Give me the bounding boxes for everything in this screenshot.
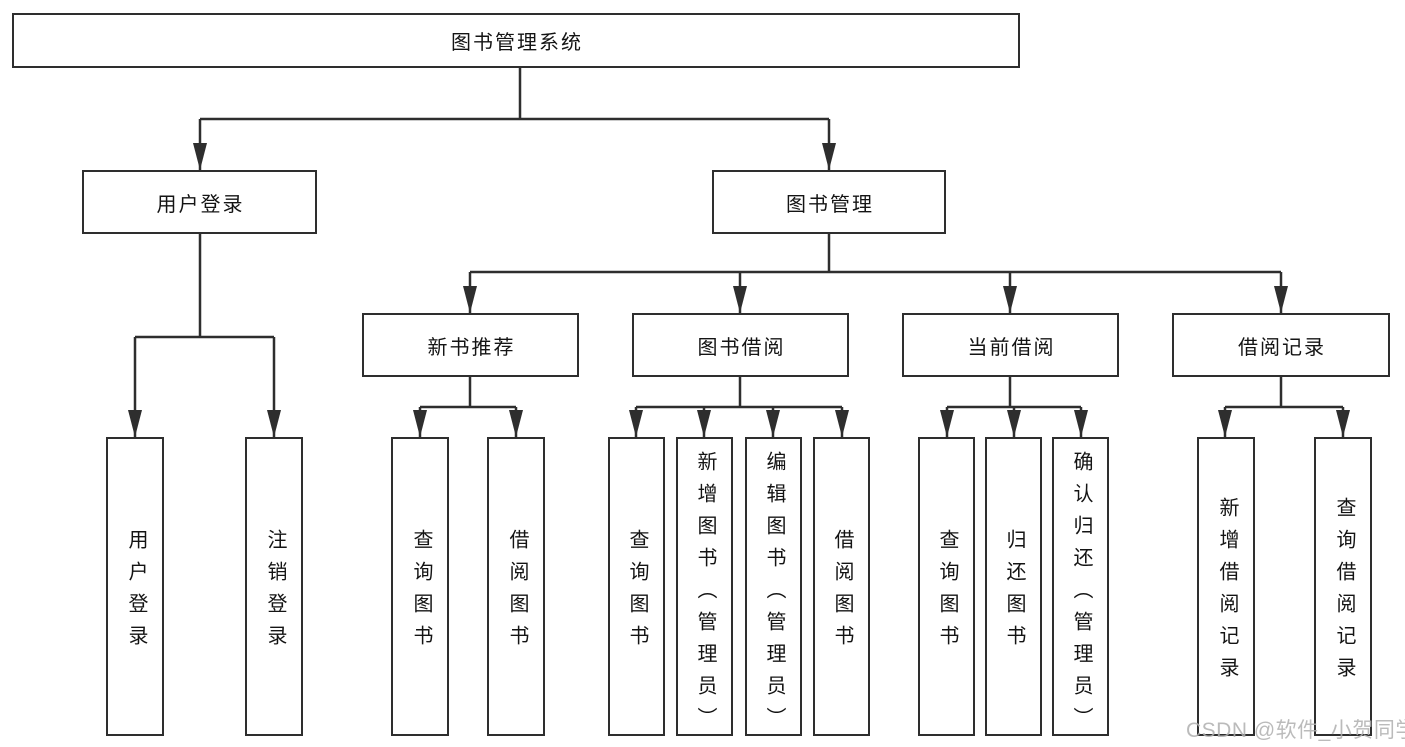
leaf-query-books-1: 查询图书 xyxy=(391,437,449,736)
leaf-add-borrow-record: 新增借阅记录 xyxy=(1197,437,1255,736)
node-new-book-recommend: 新书推荐 xyxy=(362,313,579,377)
leaf-borrow-books-2: 借阅图书 xyxy=(813,437,870,736)
leaf-confirm-return-admin: 确认归还（管理员） xyxy=(1052,437,1109,739)
node-book-management: 图书管理 xyxy=(712,170,946,234)
leaf-borrow-books-1: 借阅图书 xyxy=(487,437,545,736)
node-current-borrow: 当前借阅 xyxy=(902,313,1119,377)
node-user-login: 用户登录 xyxy=(82,170,317,234)
csdn-watermark: CSDN @软件_小贺同学 xyxy=(1186,719,1405,742)
leaf-edit-books-admin: 编辑图书（管理员） xyxy=(745,437,802,739)
node-book-borrow: 图书借阅 xyxy=(632,313,849,377)
node-library-management-system: 图书管理系统 xyxy=(12,13,1020,68)
leaf-return-books: 归还图书 xyxy=(985,437,1042,736)
node-borrow-records: 借阅记录 xyxy=(1172,313,1390,377)
leaf-query-borrow-record: 查询借阅记录 xyxy=(1314,437,1372,736)
leaf-query-books-3: 查询图书 xyxy=(918,437,975,736)
leaf-user-login: 用户登录 xyxy=(106,437,164,736)
leaf-logout: 注销登录 xyxy=(245,437,303,736)
leaf-add-books-admin: 新增图书（管理员） xyxy=(676,437,733,739)
leaf-query-books-2: 查询图书 xyxy=(608,437,665,736)
